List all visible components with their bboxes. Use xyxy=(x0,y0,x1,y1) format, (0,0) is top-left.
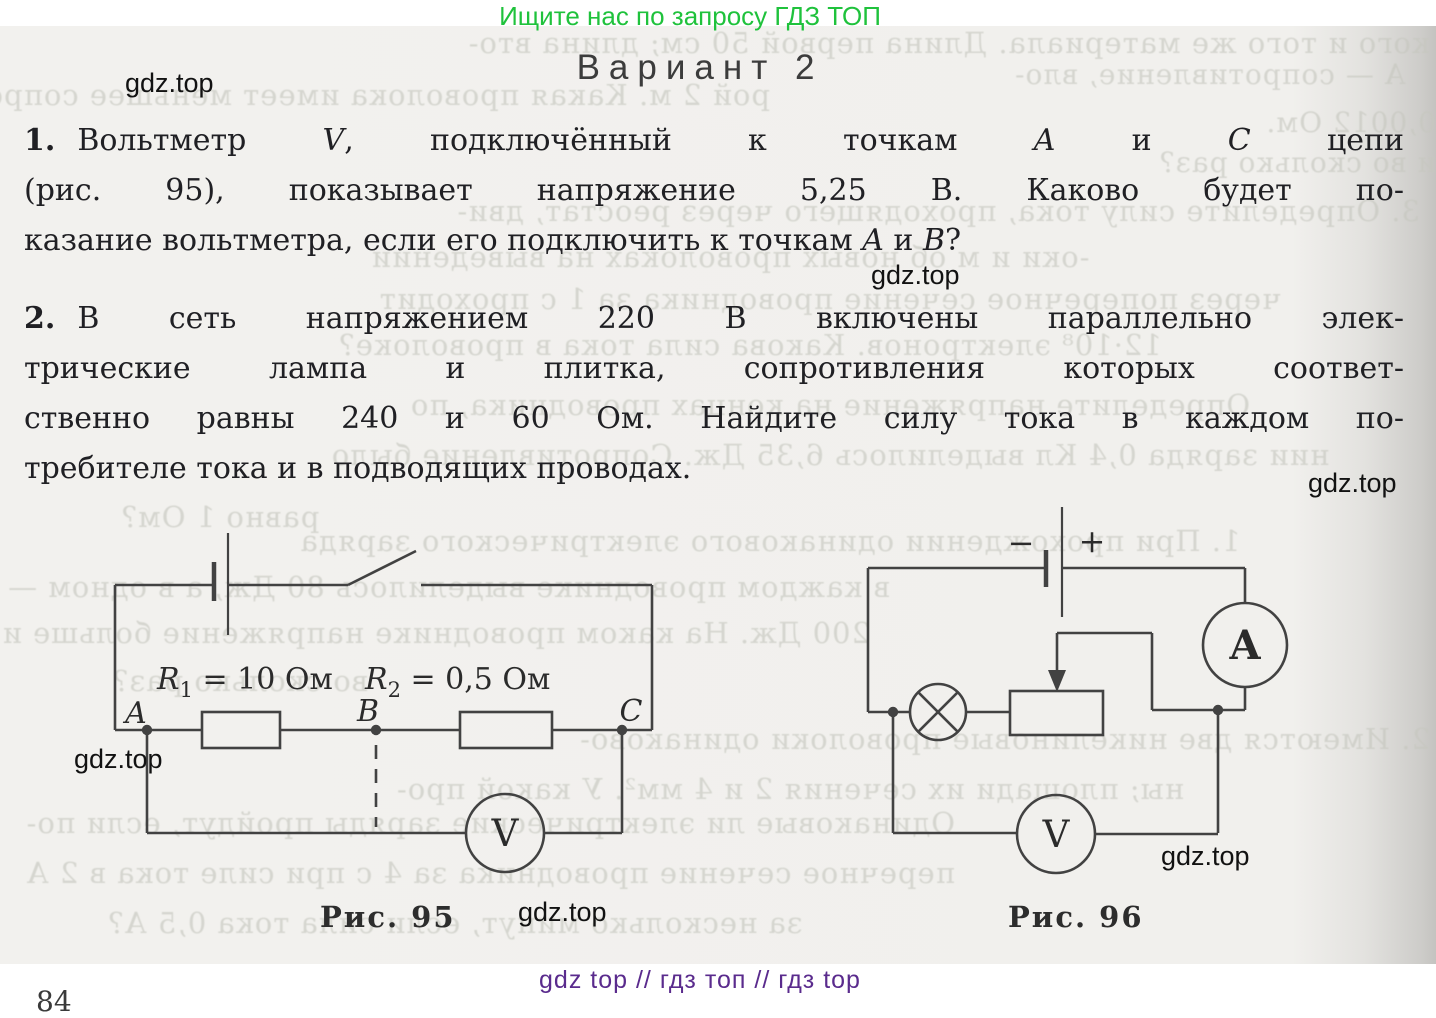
problem-1-line-1: 1.Вольтметр V, подключённый к точкам A и… xyxy=(24,123,1404,158)
node-B xyxy=(370,724,382,736)
node-C xyxy=(616,724,628,736)
gdz-watermark: gdz.top xyxy=(74,744,163,774)
gdz-watermark: gdz.top xyxy=(871,260,960,290)
problem-2-line-1: 2.В сеть напряжением 220 В включены пара… xyxy=(24,301,1404,336)
resistor-r1 xyxy=(200,710,282,750)
ammeter-letter: A xyxy=(1228,622,1261,669)
footer-promo: gdz top // гдз топ // гдз top xyxy=(539,966,861,994)
circuit-diagram-fig96: − + A V xyxy=(866,507,1289,875)
variant-title: Вариант 2 xyxy=(576,48,824,87)
problem-2-line-2: трические лампа и плитка, сопротивления … xyxy=(24,351,1404,386)
label-C: C xyxy=(620,694,643,729)
gdz-watermark: gdz.top xyxy=(518,897,607,927)
label-r1-value: R1 = 10 Ом xyxy=(156,662,333,702)
label-A: A xyxy=(122,696,147,731)
label-B: B xyxy=(356,694,379,729)
switch-lever xyxy=(347,549,417,587)
battery-minus-label: − xyxy=(1008,524,1035,562)
promo-banner: Ищите нас по запросу ГДЗ ТОП xyxy=(499,1,881,31)
voltmeter-letter: V xyxy=(1042,813,1071,856)
voltmeter-letter: V xyxy=(491,812,520,855)
circuit-diagram-fig95: A B C R1 = 10 Ом R2 = 0,5 Ом V xyxy=(113,533,654,874)
gdz-watermark: gdz.top xyxy=(125,68,214,98)
problem-2-number: 2. xyxy=(24,301,56,336)
rheostat-slider-arrow xyxy=(1048,670,1066,692)
rheostat xyxy=(1008,689,1105,737)
page-number: 84 xyxy=(36,985,72,1018)
battery-plus-label: + xyxy=(1079,522,1106,560)
problem-1-line-3: казание вольтметра, если его подключить … xyxy=(24,223,962,258)
fig95-caption: Рис. 95 xyxy=(320,900,456,934)
node-left xyxy=(887,706,899,718)
problem-2-line-3: ственно равны 240 и 60 Ом. Найдите силу … xyxy=(24,401,1404,436)
gdz-watermark: gdz.top xyxy=(1308,468,1397,498)
label-r2-value: R2 = 0,5 Ом xyxy=(364,662,550,702)
node-A xyxy=(141,724,153,736)
problem-1-number: 1. xyxy=(24,123,56,158)
node-right xyxy=(1212,704,1224,716)
page-scan-background xyxy=(0,26,1436,964)
problem-1-line-2: (рис. 95), показывает напряжение 5,25 В.… xyxy=(24,173,1404,208)
gdz-watermark: gdz.top xyxy=(1161,841,1250,871)
problem-2-line-4: требителе тока и в подводящих проводах. xyxy=(24,451,692,486)
resistor-r2 xyxy=(458,710,554,750)
fig96-caption: Рис. 96 xyxy=(1008,900,1144,934)
